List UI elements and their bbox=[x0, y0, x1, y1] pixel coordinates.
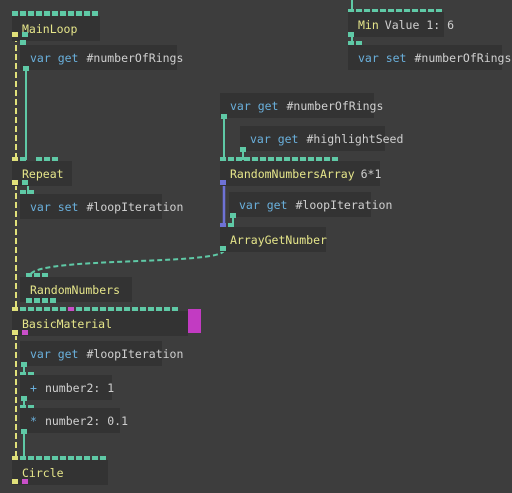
circle-inports[interactable] bbox=[12, 456, 106, 461]
repeat-index-out[interactable] bbox=[22, 180, 28, 185]
node-get-rings-2-kw: var get bbox=[230, 98, 279, 113]
min-out[interactable] bbox=[348, 32, 354, 37]
random-array-inports[interactable] bbox=[220, 157, 338, 162]
node-plus[interactable]: + number2: 1 bbox=[20, 375, 115, 400]
node-array-get-label: ArrayGetNumber bbox=[230, 232, 327, 247]
node-random-array-label: RandomNumbersArray bbox=[230, 166, 355, 181]
repeat-trigger-out[interactable] bbox=[12, 180, 18, 185]
times-out[interactable] bbox=[21, 429, 27, 434]
mainloop-inports[interactable] bbox=[12, 11, 98, 16]
node-repeat[interactable]: Repeat bbox=[12, 161, 72, 186]
get-rings-out[interactable] bbox=[23, 66, 29, 71]
plus-out[interactable] bbox=[21, 396, 27, 401]
node-repeat-label: Repeat bbox=[22, 166, 64, 181]
node-mainloop[interactable]: MainLoop bbox=[12, 16, 100, 41]
random-numbers-inports[interactable] bbox=[26, 273, 48, 278]
array-get-inports[interactable] bbox=[220, 223, 234, 228]
circle-geometry-out[interactable] bbox=[22, 479, 28, 484]
array-get-out[interactable] bbox=[220, 246, 226, 251]
basic-material-trigger-out[interactable] bbox=[12, 330, 18, 335]
node-set-rings[interactable]: var set #numberOfRings bbox=[348, 45, 511, 70]
node-random-numbers[interactable]: RandomNumbers bbox=[20, 277, 132, 302]
node-min[interactable]: Min Value 1: 6 bbox=[348, 12, 454, 37]
repeat-inports[interactable] bbox=[12, 157, 58, 162]
node-array-get[interactable]: ArrayGetNumber bbox=[220, 227, 327, 252]
node-random-array[interactable]: RandomNumbersArray 6*1 bbox=[220, 161, 382, 186]
node-get-loop[interactable]: var get #loopIteration bbox=[229, 192, 392, 217]
node-plus-arg: number2: 1 bbox=[44, 380, 115, 395]
basic-material-shader-out[interactable] bbox=[22, 330, 28, 335]
node-set-rings-arg: #numberOfRings bbox=[414, 50, 512, 65]
node-get-loop-2-kw: var get bbox=[30, 346, 79, 361]
random-array-out[interactable] bbox=[220, 180, 226, 185]
get-seed-out[interactable] bbox=[240, 147, 246, 152]
node-min-arg: Value 1: 6 bbox=[384, 17, 455, 32]
node-times[interactable]: * number2: 0.1 bbox=[20, 408, 128, 433]
get-loop-2-out[interactable] bbox=[21, 362, 27, 367]
get-rings-inports[interactable] bbox=[20, 40, 26, 45]
node-get-rings[interactable]: var get #numberOfRings bbox=[20, 45, 183, 70]
node-basic-material[interactable]: BasicMaterial bbox=[12, 311, 188, 336]
node-set-loop-arg: #loopIteration bbox=[86, 199, 184, 214]
node-min-label: Min bbox=[358, 17, 379, 32]
set-loop-inports[interactable] bbox=[20, 190, 34, 195]
node-get-loop-arg: #loopIteration bbox=[295, 197, 393, 212]
node-plus-sym: + bbox=[30, 380, 37, 395]
random-numbers-outports[interactable] bbox=[26, 298, 56, 303]
node-get-rings-2[interactable]: var get #numberOfRings bbox=[220, 93, 383, 118]
node-set-loop-kw: var set bbox=[30, 199, 79, 214]
node-circle[interactable]: Circle bbox=[12, 460, 108, 485]
node-times-arg: number2: 0.1 bbox=[44, 413, 129, 428]
node-get-loop-2[interactable]: var get #loopIteration bbox=[20, 341, 183, 366]
mainloop-trigger-out[interactable] bbox=[12, 32, 18, 37]
node-random-array-arg: 6*1 bbox=[360, 166, 382, 181]
get-loop-out[interactable] bbox=[230, 213, 236, 218]
color-swatch[interactable] bbox=[188, 309, 201, 333]
node-get-loop-kw: var get bbox=[239, 197, 288, 212]
node-set-loop[interactable]: var set #loopIteration bbox=[20, 194, 183, 219]
mainloop-out-2[interactable] bbox=[22, 32, 28, 37]
circle-trigger-out[interactable] bbox=[12, 479, 18, 484]
node-get-seed-arg: #highlightSeed bbox=[306, 131, 404, 146]
node-set-rings-kw: var set bbox=[358, 50, 407, 65]
node-get-rings-arg: #numberOfRings bbox=[86, 50, 184, 65]
set-rings-inports[interactable] bbox=[348, 41, 362, 46]
node-times-sym: * bbox=[30, 413, 37, 428]
get-rings-2-out[interactable] bbox=[221, 114, 227, 119]
wire-arrayget-random bbox=[29, 249, 225, 277]
basic-material-inports[interactable] bbox=[12, 307, 178, 312]
node-basic-material-label: BasicMaterial bbox=[22, 316, 113, 331]
node-get-seed-kw: var get bbox=[250, 131, 299, 146]
node-get-rings-2-arg: #numberOfRings bbox=[286, 98, 384, 113]
min-inports[interactable] bbox=[348, 9, 442, 14]
node-get-seed[interactable]: var get #highlightSeed bbox=[240, 126, 403, 151]
node-circle-label: Circle bbox=[22, 465, 64, 480]
node-mainloop-label: MainLoop bbox=[22, 21, 78, 36]
times-inports[interactable] bbox=[20, 405, 34, 410]
node-get-loop-2-arg: #loopIteration bbox=[86, 346, 184, 361]
node-random-numbers-label: RandomNumbers bbox=[30, 282, 121, 297]
plus-inports[interactable] bbox=[20, 372, 34, 377]
node-get-rings-kw: var get bbox=[30, 50, 79, 65]
